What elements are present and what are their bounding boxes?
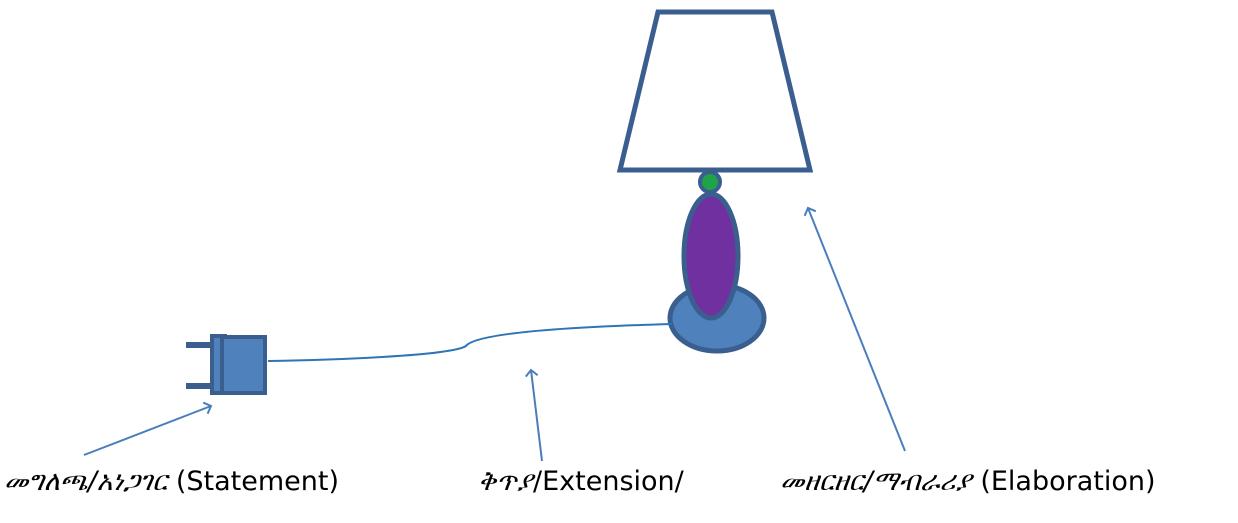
label-extension-amharic: ቅጥያ (478, 466, 533, 497)
label-elaboration: መዘርዘር/ማብራሪያ (Elaboration) (780, 465, 1156, 499)
label-statement: መግለጫ/አነጋገር (Statement) (4, 465, 339, 499)
label-elaboration-english: (Elaboration) (971, 466, 1156, 497)
lamp-body (681, 191, 741, 321)
label-extension-english: /Extension/ (533, 466, 684, 497)
lamp-shade (616, 9, 814, 173)
arrow-extension (524, 368, 543, 462)
arrow-elaboration (803, 206, 906, 452)
label-elaboration-amharic: መዘርዘር/ማብራሪያ (780, 466, 972, 497)
label-statement-amharic: መግለጫ/አነጋገር (4, 466, 168, 497)
plug-body (220, 335, 267, 395)
arrow-statement (83, 401, 213, 456)
lamp-neck (698, 170, 722, 194)
label-statement-english: (Statement) (167, 466, 340, 497)
label-extension: ቅጥያ/Extension/ (478, 465, 684, 499)
power-cord (267, 323, 673, 362)
